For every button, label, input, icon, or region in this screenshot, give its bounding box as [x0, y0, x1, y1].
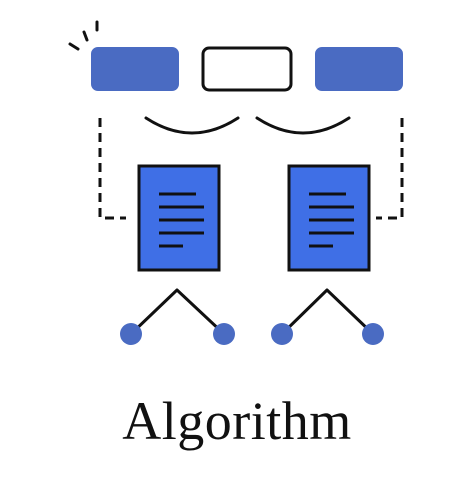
top-node-center — [201, 46, 293, 92]
right-connector-arc — [255, 116, 351, 135]
right-branch-tree-icon — [271, 288, 384, 345]
top-node-left — [91, 47, 179, 91]
left-branch-tree-icon — [120, 288, 235, 345]
caption-title: Algorithm — [122, 391, 352, 451]
right-dashed-bracket — [376, 118, 404, 220]
spark-lines-icon — [68, 20, 99, 51]
left-connector-arc — [144, 116, 240, 135]
right-document-icon — [287, 164, 371, 272]
top-node-right — [315, 47, 403, 91]
left-dashed-bracket — [98, 118, 126, 220]
left-document-icon — [137, 164, 221, 272]
